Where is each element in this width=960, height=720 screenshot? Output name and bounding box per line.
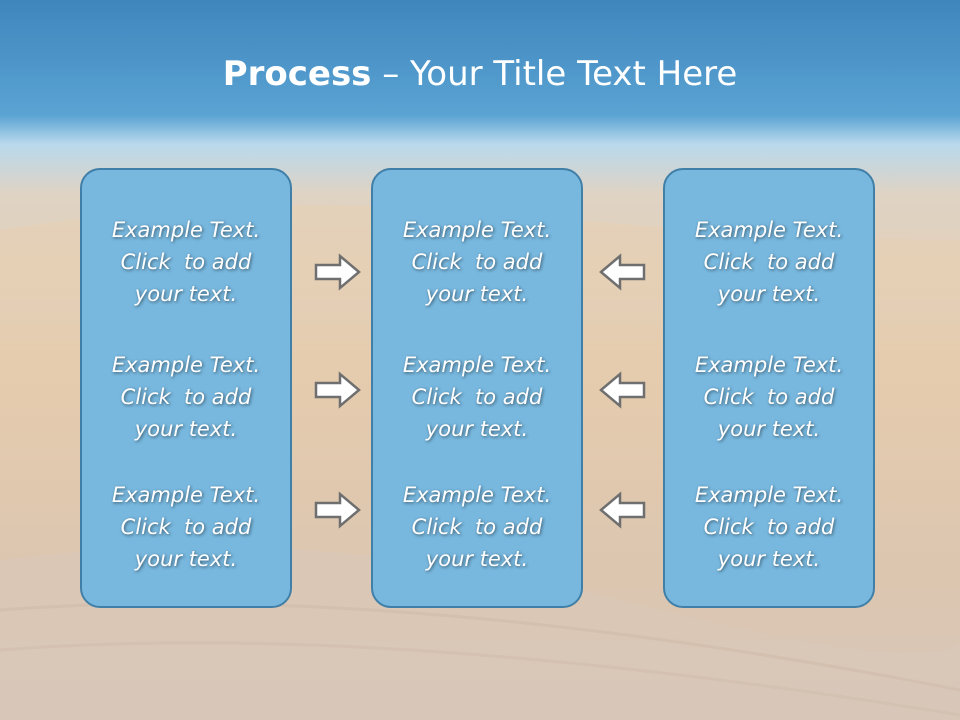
text-line: Click to add: [411, 250, 543, 274]
text-line: Example Text.: [402, 483, 552, 507]
text-block[interactable]: Example Text. Click to add your text.: [665, 214, 873, 310]
text-block[interactable]: Example Text. Click to add your text.: [82, 214, 290, 310]
text-block[interactable]: Example Text. Click to add your text.: [373, 349, 581, 445]
text-line: Click to add: [703, 385, 835, 409]
text-line: Click to add: [411, 515, 543, 539]
text-block[interactable]: Example Text. Click to add your text.: [665, 349, 873, 445]
left-arrow-icon: [599, 371, 646, 409]
text-line: Example Text.: [111, 353, 261, 377]
text-line: your text.: [717, 282, 821, 306]
right-arrow-icon: [314, 371, 361, 409]
title-bold: Process: [222, 54, 372, 94]
right-arrow-icon: [314, 253, 361, 291]
text-line: your text.: [134, 282, 238, 306]
text-line: Example Text.: [111, 483, 261, 507]
page-title: Process – Your Title Text Here: [0, 52, 960, 96]
text-line: Click to add: [120, 385, 252, 409]
text-line: Click to add: [703, 515, 835, 539]
text-block[interactable]: Example Text. Click to add your text.: [82, 349, 290, 445]
panel-middle[interactable]: Example Text. Click to add your text. Ex…: [371, 168, 583, 608]
text-line: your text.: [425, 417, 529, 441]
text-line: Example Text.: [694, 353, 844, 377]
panel-left[interactable]: Example Text. Click to add your text. Ex…: [80, 168, 292, 608]
left-arrow-icon: [599, 253, 646, 291]
text-line: your text.: [717, 547, 821, 571]
text-line: your text.: [134, 547, 238, 571]
text-line: Example Text.: [694, 218, 844, 242]
text-line: your text.: [134, 417, 238, 441]
text-line: Example Text.: [402, 353, 552, 377]
text-block[interactable]: Example Text. Click to add your text.: [373, 214, 581, 310]
text-line: Click to add: [120, 250, 252, 274]
text-block[interactable]: Example Text. Click to add your text.: [373, 479, 581, 575]
left-arrow-icon: [599, 491, 646, 529]
text-block[interactable]: Example Text. Click to add your text.: [82, 479, 290, 575]
text-line: your text.: [425, 547, 529, 571]
text-line: Example Text.: [111, 218, 261, 242]
text-line: Click to add: [120, 515, 252, 539]
text-line: Click to add: [411, 385, 543, 409]
text-line: Click to add: [703, 250, 835, 274]
text-line: Example Text.: [402, 218, 552, 242]
title-rest: – Your Title Text Here: [371, 54, 738, 94]
right-arrow-icon: [314, 491, 361, 529]
text-line: Example Text.: [694, 483, 844, 507]
panel-right[interactable]: Example Text. Click to add your text. Ex…: [663, 168, 875, 608]
text-line: your text.: [717, 417, 821, 441]
text-line: your text.: [425, 282, 529, 306]
text-block[interactable]: Example Text. Click to add your text.: [665, 479, 873, 575]
